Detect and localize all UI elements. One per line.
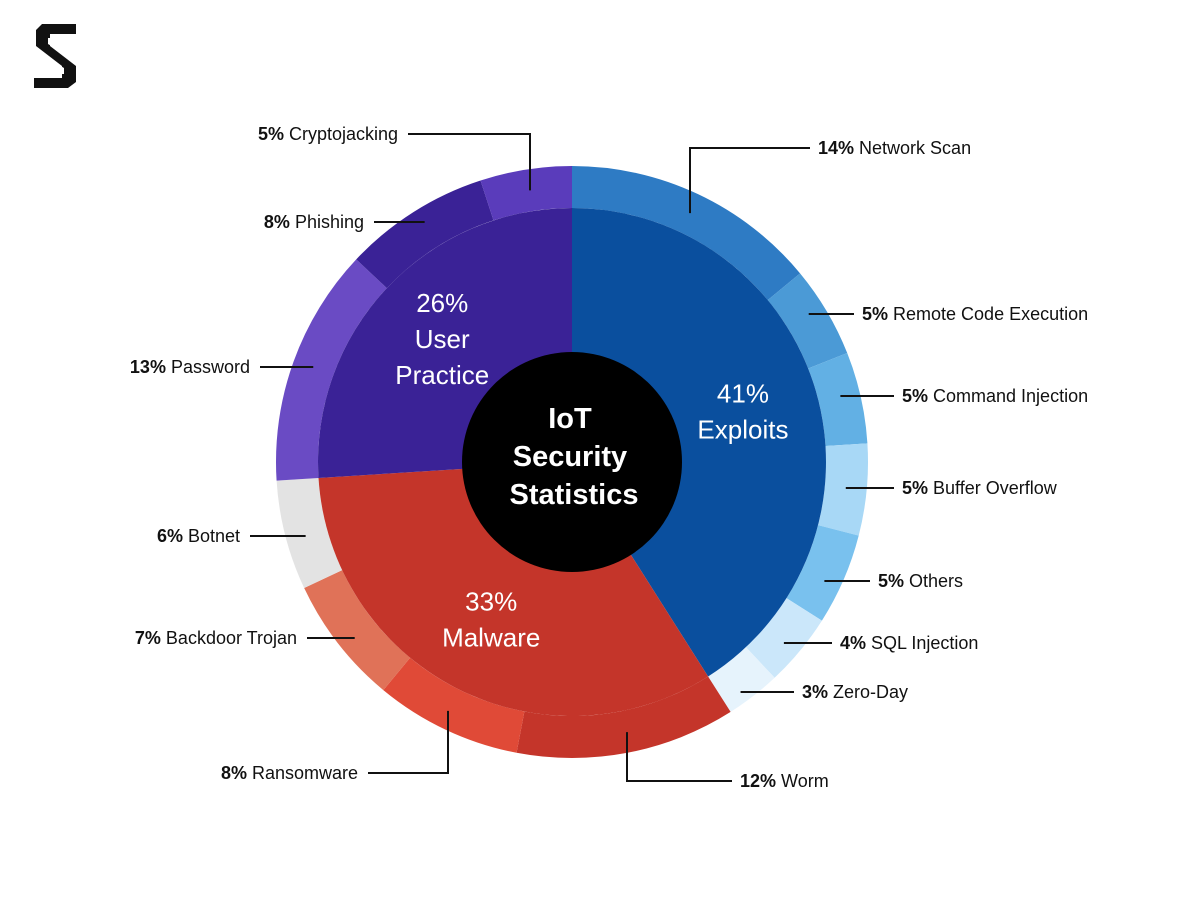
subcategory-label-phishing: 8% Phishing (264, 212, 364, 232)
subcategory-name: Command Injection (928, 386, 1088, 406)
subcategory-labels: 14% Network Scan 5% Remote Code Execution… (130, 124, 1088, 791)
subcategory-label-others: 5% Others (878, 571, 963, 591)
category-label-line: 33% (465, 587, 517, 617)
subcategory-slice-sql-injection (745, 598, 822, 678)
subcategory-pct: 5% (902, 386, 928, 406)
subcategory-slice-cryptojacking (480, 166, 572, 221)
brand-logo-icon (34, 24, 76, 88)
leader-line-network-scan (689, 147, 810, 214)
subcategory-slice-remote-code-execution (767, 273, 848, 369)
subcategory-slice-network-scan (572, 166, 801, 301)
category-label-line: Malware (442, 623, 540, 653)
category-label-line: User (415, 324, 470, 354)
subcategory-slice-password (275, 259, 387, 481)
outer-ring (275, 166, 868, 759)
category-label-malware: 33% Malware (442, 587, 540, 653)
subcategory-label-ransomware: 8% Ransomware (221, 763, 358, 783)
subcategory-name: Network Scan (854, 138, 971, 158)
label-leader-lines (250, 133, 894, 782)
subcategory-pct: 6% (157, 526, 183, 546)
subcategory-pct: 14% (818, 138, 854, 158)
subcategory-name: Worm (776, 771, 829, 791)
subcategory-name: Botnet (183, 526, 240, 546)
subcategory-label-sql-injection: 4% SQL Injection (840, 633, 978, 653)
subcategory-pct: 13% (130, 357, 166, 377)
center-title-line-1: IoT (548, 403, 592, 435)
subcategory-label-password: 13% Password (130, 357, 250, 377)
subcategory-label-backdoor-trojan: 7% Backdoor Trojan (135, 628, 297, 648)
subcategory-name: Cryptojacking (284, 124, 398, 144)
subcategory-slice-botnet (276, 477, 343, 589)
subcategory-pct: 5% (902, 478, 928, 498)
leader-line-ransomware (368, 710, 449, 774)
subcategory-label-worm: 12% Worm (740, 771, 829, 791)
subcategory-slice-worm (516, 676, 731, 759)
subcategory-label-network-scan: 14% Network Scan (818, 138, 971, 158)
subcategory-name: Buffer Overflow (928, 478, 1058, 498)
category-label-line: Exploits (697, 414, 788, 444)
subcategory-name: Others (904, 571, 963, 591)
subcategory-name: Password (166, 357, 250, 377)
leader-line-worm (626, 732, 732, 782)
center-title: IoT Security Statistics (510, 403, 639, 511)
subcategory-pct: 4% (840, 633, 866, 653)
subcategory-name: Ransomware (247, 763, 358, 783)
subcategory-name: SQL Injection (866, 633, 978, 653)
center-title-line-3: Statistics (510, 479, 639, 511)
subcategory-slice-command-injection (808, 353, 868, 447)
category-label-line: 41% (717, 378, 769, 408)
subcategory-pct: 8% (221, 763, 247, 783)
subcategory-pct: 3% (802, 682, 828, 702)
subcategory-slice-ransomware (383, 657, 525, 753)
subcategory-label-buffer-overflow: 5% Buffer Overflow (902, 478, 1058, 498)
subcategory-slice-zero-day (708, 647, 775, 712)
subcategory-slice-phishing (356, 180, 494, 289)
subcategory-pct: 5% (878, 571, 904, 591)
subcategory-label-cryptojacking: 5% Cryptojacking (258, 124, 398, 144)
subcategory-pct: 8% (264, 212, 290, 232)
subcategory-label-command-injection: 5% Command Injection (902, 386, 1088, 406)
subcategory-label-botnet: 6% Botnet (157, 526, 240, 546)
category-label-line: Practice (395, 360, 489, 390)
subcategory-pct: 5% (862, 304, 888, 324)
leader-line-cryptojacking (408, 133, 531, 191)
subcategory-label-zero-day: 3% Zero-Day (802, 682, 908, 702)
subcategory-pct: 7% (135, 628, 161, 648)
subcategory-pct: 12% (740, 771, 776, 791)
subcategory-slice-others (786, 525, 859, 621)
category-slice-exploits (572, 208, 826, 677)
subcategory-name: Zero-Day (828, 682, 908, 702)
category-label-exploits: 41% Exploits (697, 378, 788, 444)
subcategory-label-remote-code-execution: 5% Remote Code Execution (862, 304, 1088, 324)
subcategory-pct: 5% (258, 124, 284, 144)
center-title-line-2: Security (513, 441, 627, 473)
category-label-line: 26% (416, 288, 468, 318)
subcategory-name: Backdoor Trojan (161, 628, 297, 648)
center-circle (462, 352, 682, 572)
subcategory-name: Remote Code Execution (888, 304, 1088, 324)
subcategory-slice-buffer-overflow (818, 443, 868, 536)
subcategory-name: Phishing (290, 212, 364, 232)
subcategory-slice-backdoor-trojan (304, 570, 411, 691)
